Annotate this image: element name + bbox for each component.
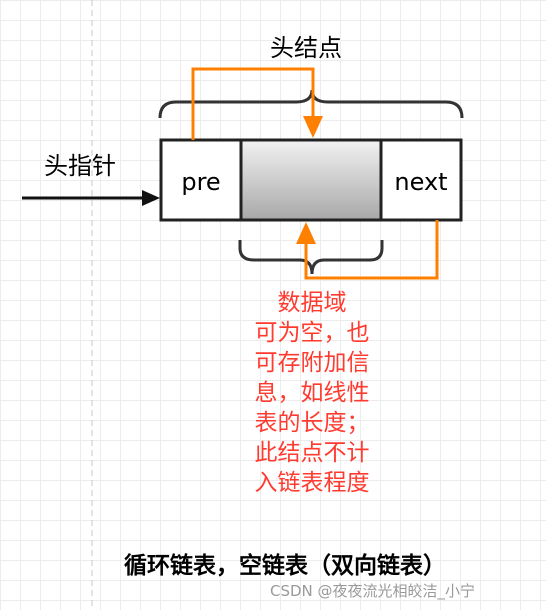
note-line: 数据域 <box>277 290 347 316</box>
next-label: next <box>394 168 448 196</box>
diagram-caption: 循环链表，空链表（双向链表） <box>124 553 446 579</box>
prev-loop-arrow <box>191 67 315 140</box>
node-brace <box>158 89 464 119</box>
pre-label: pre <box>181 168 221 196</box>
data-field-note: 数据域 可为空，也 可存附加信 息，如线性 表的长度； 此结点不计 入链表程度 <box>232 288 392 498</box>
data-cell <box>239 138 383 222</box>
next-loop-arrow <box>304 220 439 280</box>
data-field-brace <box>238 240 384 275</box>
note-line: 此结点不计 <box>254 440 370 466</box>
prev-loop-arrowhead <box>303 116 323 138</box>
note-line: 可为空，也 <box>254 320 370 346</box>
note-line: 表的长度； <box>254 410 370 436</box>
note-line: 可存附加信 <box>254 350 370 376</box>
note-line: 息，如线性 <box>254 380 370 406</box>
head-pointer-label: 头指针 <box>44 152 116 180</box>
note-line: 入链表程度 <box>254 470 370 496</box>
next-cell <box>379 138 463 222</box>
head-node-title: 头结点 <box>270 34 342 62</box>
head-pointer-arrowhead <box>142 190 160 206</box>
next-loop-arrowhead <box>296 222 316 244</box>
watermark: CSDN @夜夜流光相皎洁_小宁 <box>270 582 476 600</box>
